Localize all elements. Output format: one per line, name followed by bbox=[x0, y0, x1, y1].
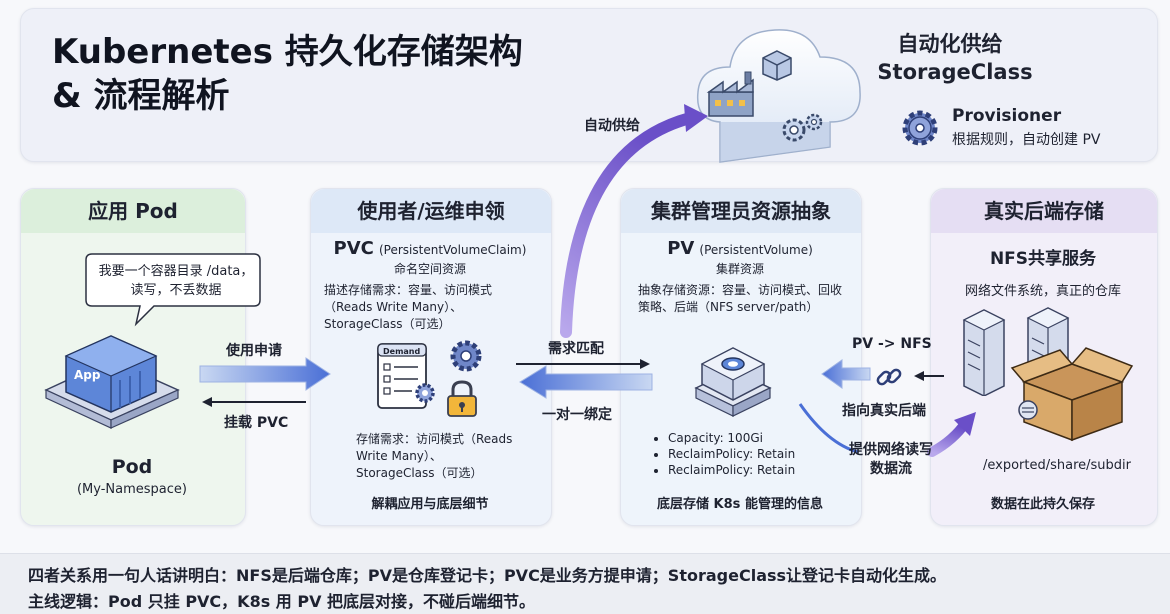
pvc-need: 存储需求：访问模式（Reads Write Many）、StorageClass… bbox=[356, 432, 513, 480]
nfs-desc: 网络文件系统，真正的仓库 bbox=[964, 284, 1121, 299]
page-title-line2: & 流程解析 bbox=[52, 76, 230, 116]
auto-provision-label: 自动供给 bbox=[584, 118, 640, 134]
pv-prop-reclaim-1: ReclaimPolicy: Retain bbox=[668, 446, 852, 462]
document-icon bbox=[377, 343, 427, 409]
point-label: 指向真实后端 bbox=[842, 403, 926, 419]
factory-icon bbox=[706, 71, 754, 117]
nfs-footer: 数据在此持久保存 bbox=[990, 497, 1095, 512]
nfs-path: /exported/share/subdir bbox=[982, 458, 1131, 473]
pvc-scope: 命名空间资源 bbox=[393, 262, 466, 276]
app-label: App bbox=[74, 368, 101, 382]
pv-footer: 底层存储 K8s 能管理的信息 bbox=[657, 497, 823, 512]
box-icon bbox=[1010, 347, 1134, 442]
pv-props: Capacity: 100Gi ReclaimPolicy: Retain Re… bbox=[652, 430, 852, 478]
apply-label: 使用申请 bbox=[226, 343, 282, 359]
pv-title-short: PV bbox=[667, 238, 695, 259]
pvc-footer: 解耦应用与底层细节 bbox=[371, 497, 489, 512]
pv-prop-capacity: Capacity: 100Gi bbox=[668, 430, 852, 446]
pvc-gear-icon bbox=[450, 340, 482, 372]
storageclass-heading: 自动化供给 bbox=[897, 32, 1003, 56]
bind-label: 一对一绑定 bbox=[542, 407, 612, 423]
pv-title: PV (PersistentVolume) bbox=[620, 238, 860, 259]
speech-bubble-icon bbox=[85, 253, 261, 327]
nfs-panel-header: 真实后端存储 bbox=[931, 189, 1157, 233]
lock-icon bbox=[447, 380, 477, 417]
link-icon bbox=[876, 368, 902, 386]
box-small-icon bbox=[762, 50, 792, 81]
pod-name: Pod bbox=[111, 456, 153, 478]
footer-line2: 主线逻辑：Pod 只挂 PVC，K8s 用 PV 把底层对接，不碰后端细节。 bbox=[28, 592, 536, 611]
data-flow-label: 提供网络读写数据流 bbox=[849, 442, 933, 477]
mount-label: 挂载 PVC bbox=[224, 415, 289, 431]
pod-panel-header: 应用 Pod bbox=[21, 189, 245, 233]
pod-namespace: (My-Namespace) bbox=[76, 482, 187, 497]
pvc-panel: 使用者/运维申领 bbox=[310, 188, 552, 526]
server-icon bbox=[694, 347, 772, 417]
page-title: Kubernetes 持久化存储架构 & 流程解析 bbox=[52, 30, 523, 118]
nfs-title: NFS共享服务 bbox=[989, 249, 1097, 269]
pv-title-full: (PersistentVolume) bbox=[699, 243, 813, 257]
pv-panel-header: 集群管理员资源抽象 bbox=[621, 189, 861, 233]
footer-line1: 四者关系用一句人话讲明白：NFS是后端仓库；PV是仓库登记卡；PVC是业务方提申… bbox=[28, 566, 947, 585]
flow-arrows bbox=[199, 104, 976, 457]
page-title-line1: Kubernetes 持久化存储架构 bbox=[52, 32, 523, 72]
footer: 四者关系用一句人话讲明白：NFS是后端仓库；PV是仓库登记卡；PVC是业务方提申… bbox=[0, 553, 1170, 614]
data-flow-arrow bbox=[798, 403, 859, 454]
pv-panel: 集群管理员资源抽象 bbox=[620, 188, 862, 526]
pvc-title: PVC (PersistentVolumeClaim) bbox=[310, 238, 550, 259]
pv-prop-reclaim-2: ReclaimPolicy: Retain bbox=[668, 462, 852, 478]
pvc-small-gear-icon bbox=[415, 383, 435, 403]
bind-arrow bbox=[519, 365, 653, 399]
provisioner-title: Provisioner bbox=[952, 106, 1062, 126]
pvc-title-short: PVC bbox=[333, 238, 374, 259]
pv-scope: 集群资源 bbox=[715, 262, 764, 276]
gear-icon bbox=[782, 113, 823, 142]
pv-nfs-label: PV -> NFS bbox=[852, 336, 932, 352]
pv-desc: 抽象存储资源：容量、访问模式、回收策略、后端（NFS server/path） bbox=[638, 283, 843, 314]
pvc-title-full: (PersistentVolumeClaim) bbox=[378, 243, 527, 257]
provisioner-gear-icon bbox=[902, 110, 938, 146]
match-label: 需求匹配 bbox=[548, 341, 604, 357]
demand-label: Demand bbox=[383, 347, 421, 356]
pod-bubble-text: 我要一个容器目录 /data，读写，不丢数据 bbox=[98, 264, 254, 298]
pvc-panel-header: 使用者/运维申领 bbox=[311, 189, 551, 233]
pv-nfs-arrow bbox=[821, 359, 871, 389]
app-server-icon bbox=[44, 335, 180, 429]
storageclass-name: StorageClass bbox=[877, 60, 1033, 84]
pvc-desc: 描述存储需求：容量、访问模式（Reads Write Many）、Storage… bbox=[324, 283, 493, 331]
auto-provision-arrow bbox=[560, 112, 696, 338]
title-panel bbox=[20, 8, 1158, 162]
apply-arrow bbox=[199, 357, 331, 391]
provisioner-desc: 根据规则，自动创建 PV bbox=[952, 132, 1101, 148]
